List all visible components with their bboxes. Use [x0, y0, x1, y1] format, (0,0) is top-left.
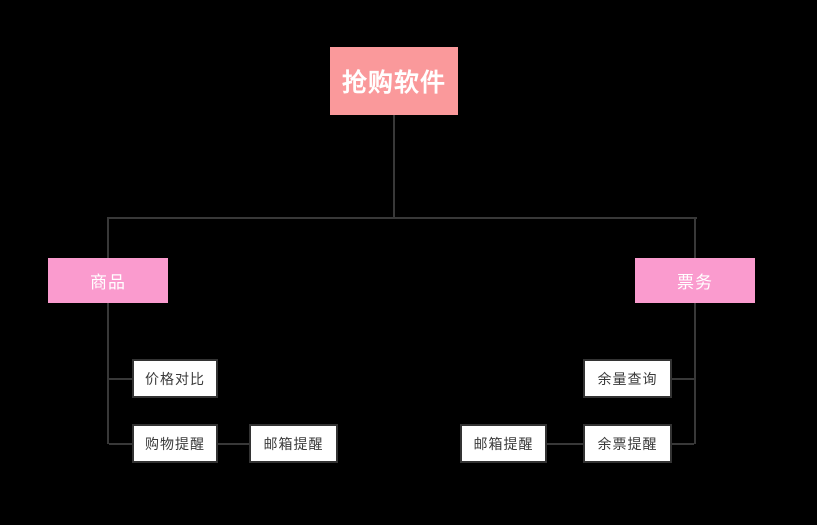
connector-shop-stub: [109, 443, 132, 445]
node-remaining-ticket-reminder[interactable]: 余票提醒: [583, 424, 672, 463]
node-shopping-reminder[interactable]: 购物提醒: [132, 424, 218, 463]
node-email-reminder-left[interactable]: 邮箱提醒: [249, 424, 338, 463]
connector-shop-email-link: [218, 443, 249, 445]
node-remaining-stock-query[interactable]: 余量查询: [583, 359, 672, 398]
connector-price-stub: [109, 378, 132, 380]
connector-left-drop: [107, 217, 109, 258]
node-branch-tickets[interactable]: 票务: [635, 258, 755, 303]
node-branch-goods[interactable]: 商品: [48, 258, 168, 303]
connector-stock-stub: [672, 378, 694, 380]
connector-main-horizontal: [107, 217, 697, 219]
connector-email-ticket-link: [547, 443, 583, 445]
node-price-comparison[interactable]: 价格对比: [132, 359, 218, 398]
connector-right-drop: [694, 217, 696, 258]
connector-root-drop: [393, 115, 395, 218]
connector-ticket-stub: [672, 443, 694, 445]
node-root-flash-sale-software[interactable]: 抢购软件: [330, 47, 458, 115]
node-email-reminder-right[interactable]: 邮箱提醒: [460, 424, 547, 463]
connector-right-trunk: [694, 303, 696, 444]
connector-left-trunk: [107, 303, 109, 444]
